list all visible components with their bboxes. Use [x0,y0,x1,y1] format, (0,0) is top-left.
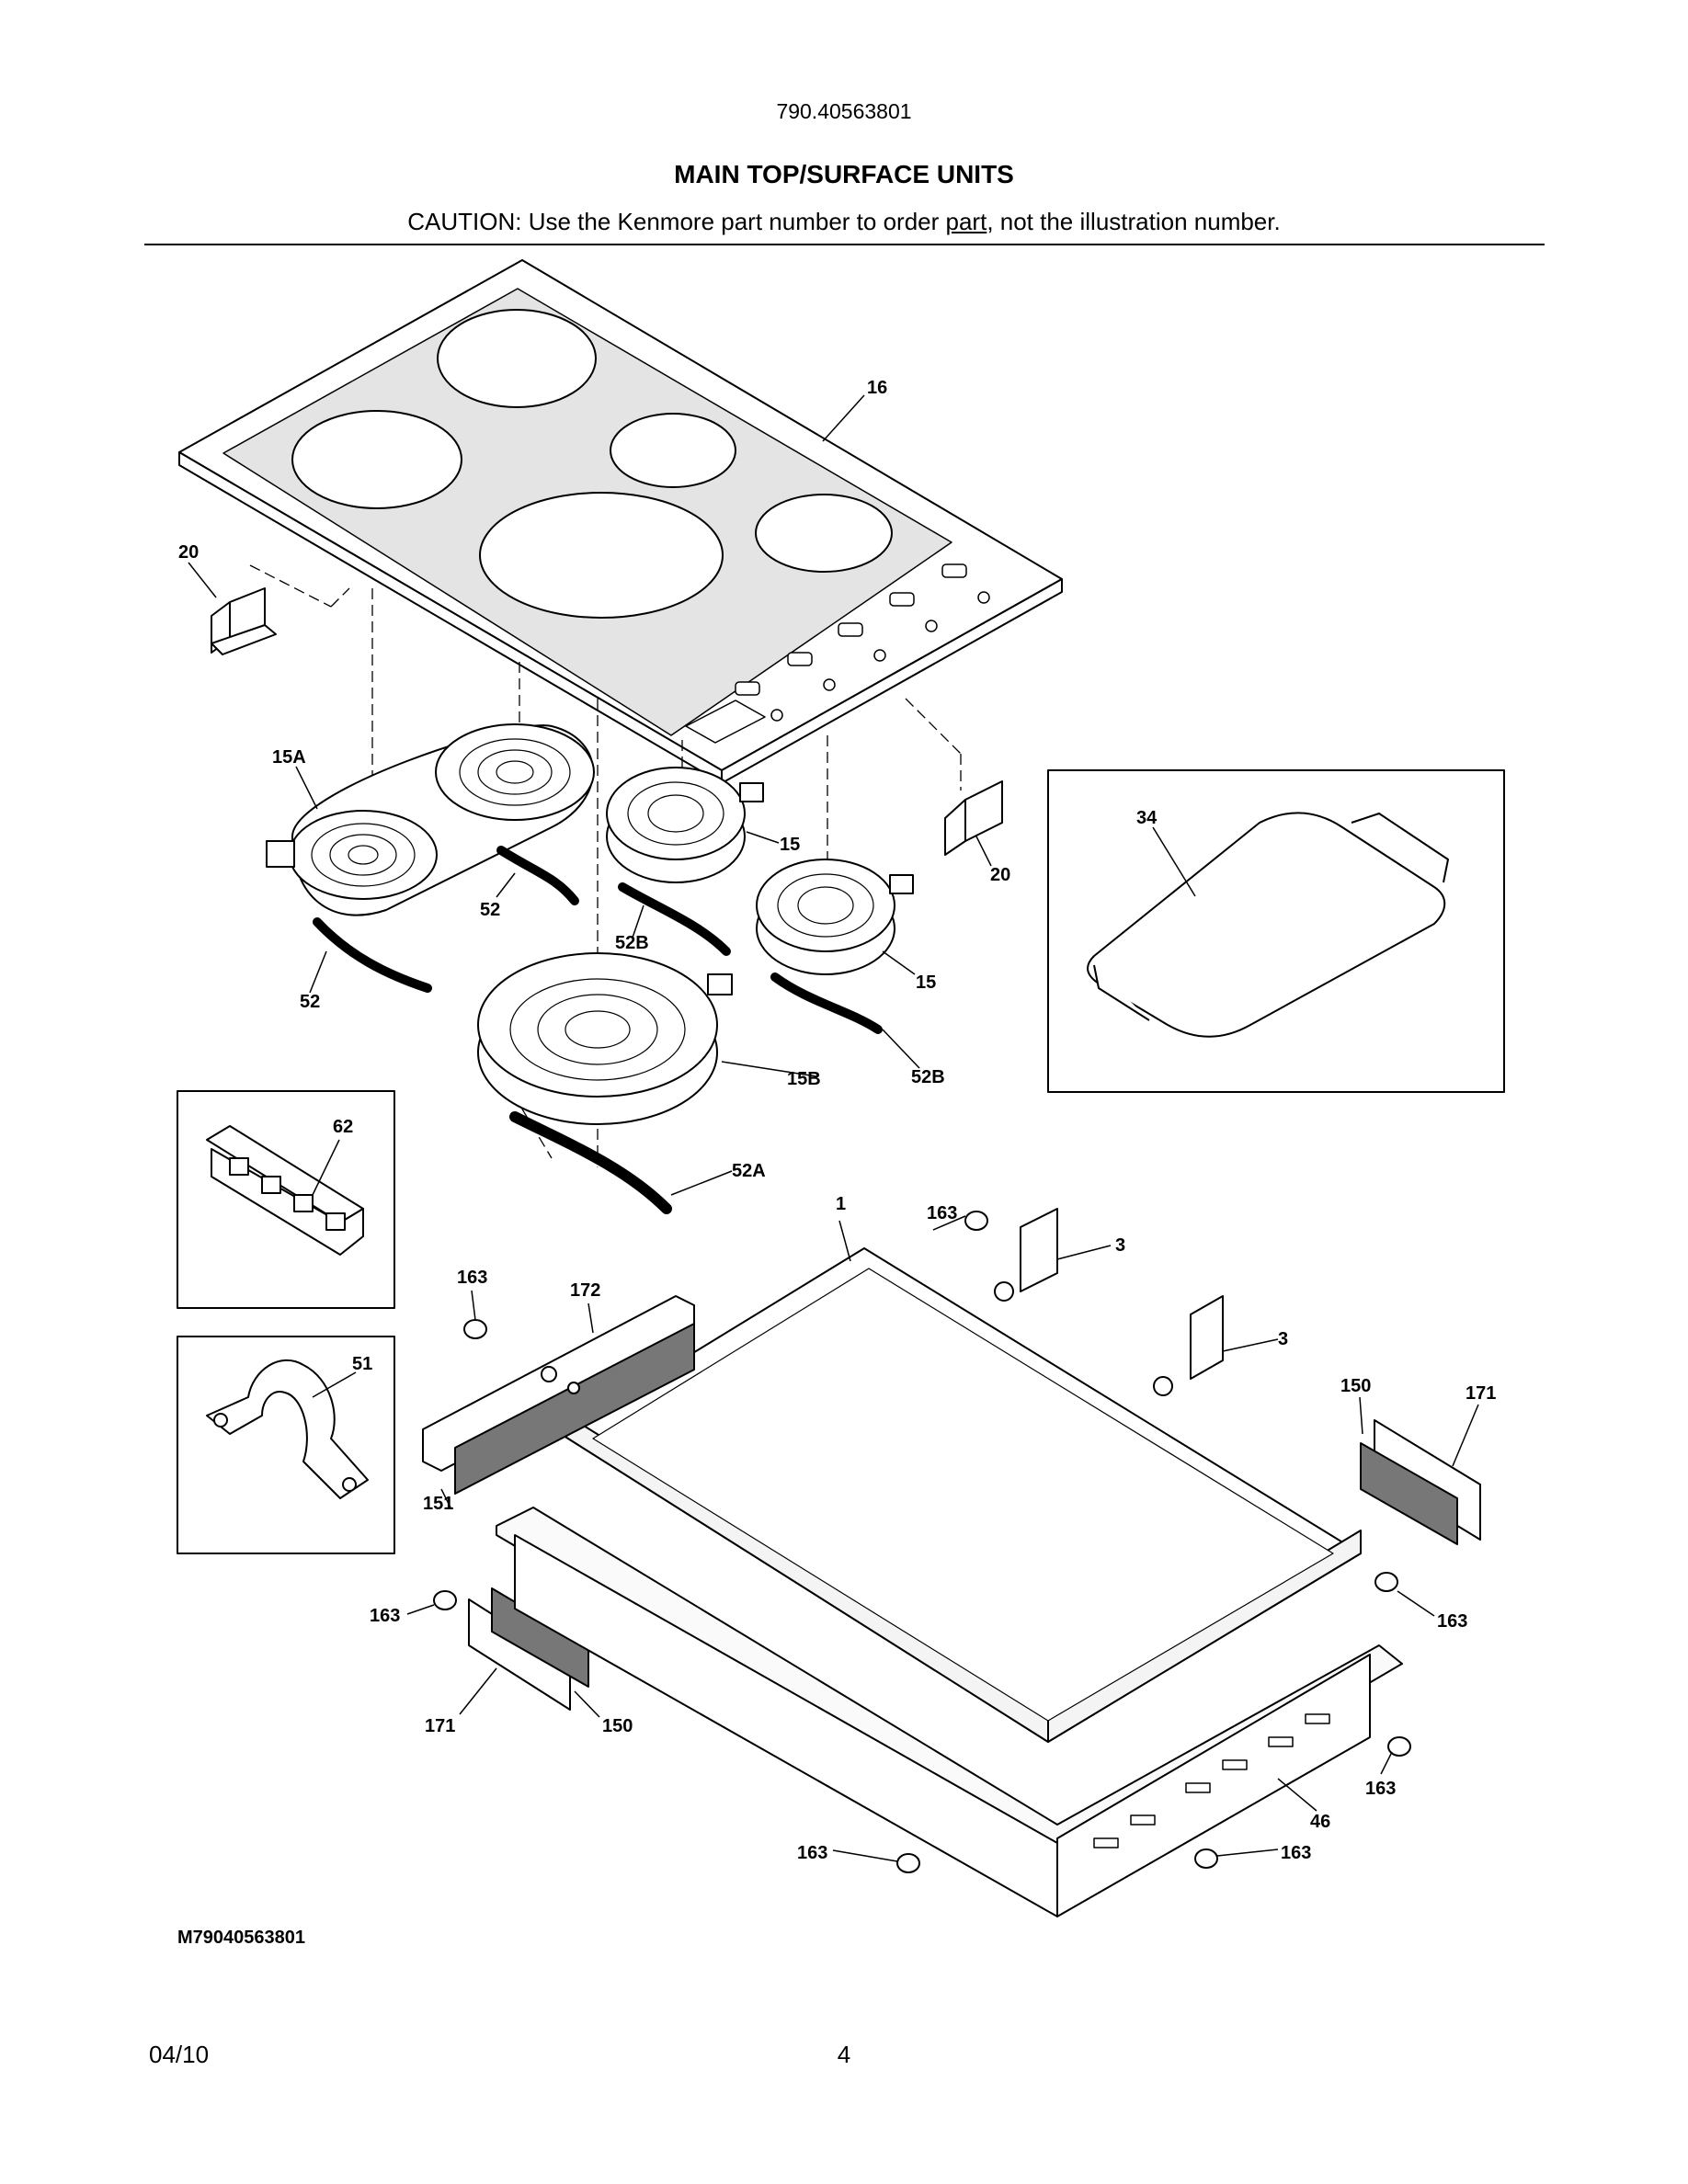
callout-52a: 52A [732,1161,766,1181]
callout-150: 150 [602,1716,633,1736]
page-number: 4 [837,2041,851,2068]
callout-171: 171 [425,1716,455,1736]
front-panel-part [422,1295,695,1495]
callout-3: 3 [1278,1329,1288,1349]
callout-52b: 52B [615,933,649,953]
callout-15b: 15B [787,1069,821,1089]
griddle-inset-box [1047,769,1505,1093]
callout-15: 15 [916,973,936,993]
callout-163: 163 [797,1843,827,1863]
radiant-element-part [756,859,914,975]
callout-3: 3 [1115,1235,1125,1256]
side-panel-part [468,1419,1481,1711]
callout-51: 51 [352,1354,372,1374]
cooktop-box-part [560,1247,1362,1743]
callout-171: 171 [1466,1383,1496,1404]
callout-163: 163 [1365,1779,1396,1799]
foot-part [433,1211,1411,1873]
caution-text-start: CAUTION: Use the Kenmore part number to … [407,208,946,235]
footer-date: 04/10 [149,2041,210,2068]
model-number: 790.40563801 [776,99,912,123]
callout-150: 150 [1340,1376,1371,1396]
callout-163: 163 [1281,1843,1311,1863]
bracket-part [944,780,1003,856]
terminal-block-inset-box [177,1090,395,1309]
cooktop-glass-part [178,259,1063,784]
callout-62: 62 [333,1117,353,1137]
page-title: MAIN TOP/SURFACE UNITS [674,160,1014,188]
bracket-part [211,587,277,655]
header-rule [144,244,1545,245]
strap-part [313,846,883,1214]
callout-163: 163 [1437,1611,1467,1632]
bracket-part [994,1208,1224,1396]
dual-element-part [266,723,595,916]
callout-52: 52 [480,900,500,920]
callout-20: 20 [990,865,1010,885]
large-radiant-element-part [477,952,733,1125]
callout-163: 163 [927,1203,957,1223]
callout-20: 20 [178,542,199,563]
base-pan-part [496,1507,1403,1917]
caution-underlined-word: part [945,208,987,235]
griddle-part [1087,812,1449,1038]
callout-163: 163 [370,1606,400,1626]
terminal-block-part [206,1125,364,1256]
callout-52: 52 [300,992,320,1012]
caution-text-end: , not the illustration number. [987,208,1281,235]
callout-172: 172 [570,1280,600,1301]
callout-1: 1 [836,1194,846,1214]
figure-code: M79040563801 [177,1928,306,1948]
callout-15a: 15A [272,747,306,768]
callout-163: 163 [457,1268,487,1288]
callout-151: 151 [423,1494,453,1514]
caution-note: CAUTION: Use the Kenmore part number to … [0,208,1688,236]
radiant-element-part [606,767,764,883]
clamp-part [206,1359,369,1499]
clamp-inset-box [177,1336,395,1554]
callout-52b: 52B [911,1067,945,1087]
callout-46: 46 [1310,1812,1330,1832]
callout-16: 16 [867,378,887,398]
callout-34: 34 [1136,808,1158,828]
callout-15: 15 [780,835,800,855]
